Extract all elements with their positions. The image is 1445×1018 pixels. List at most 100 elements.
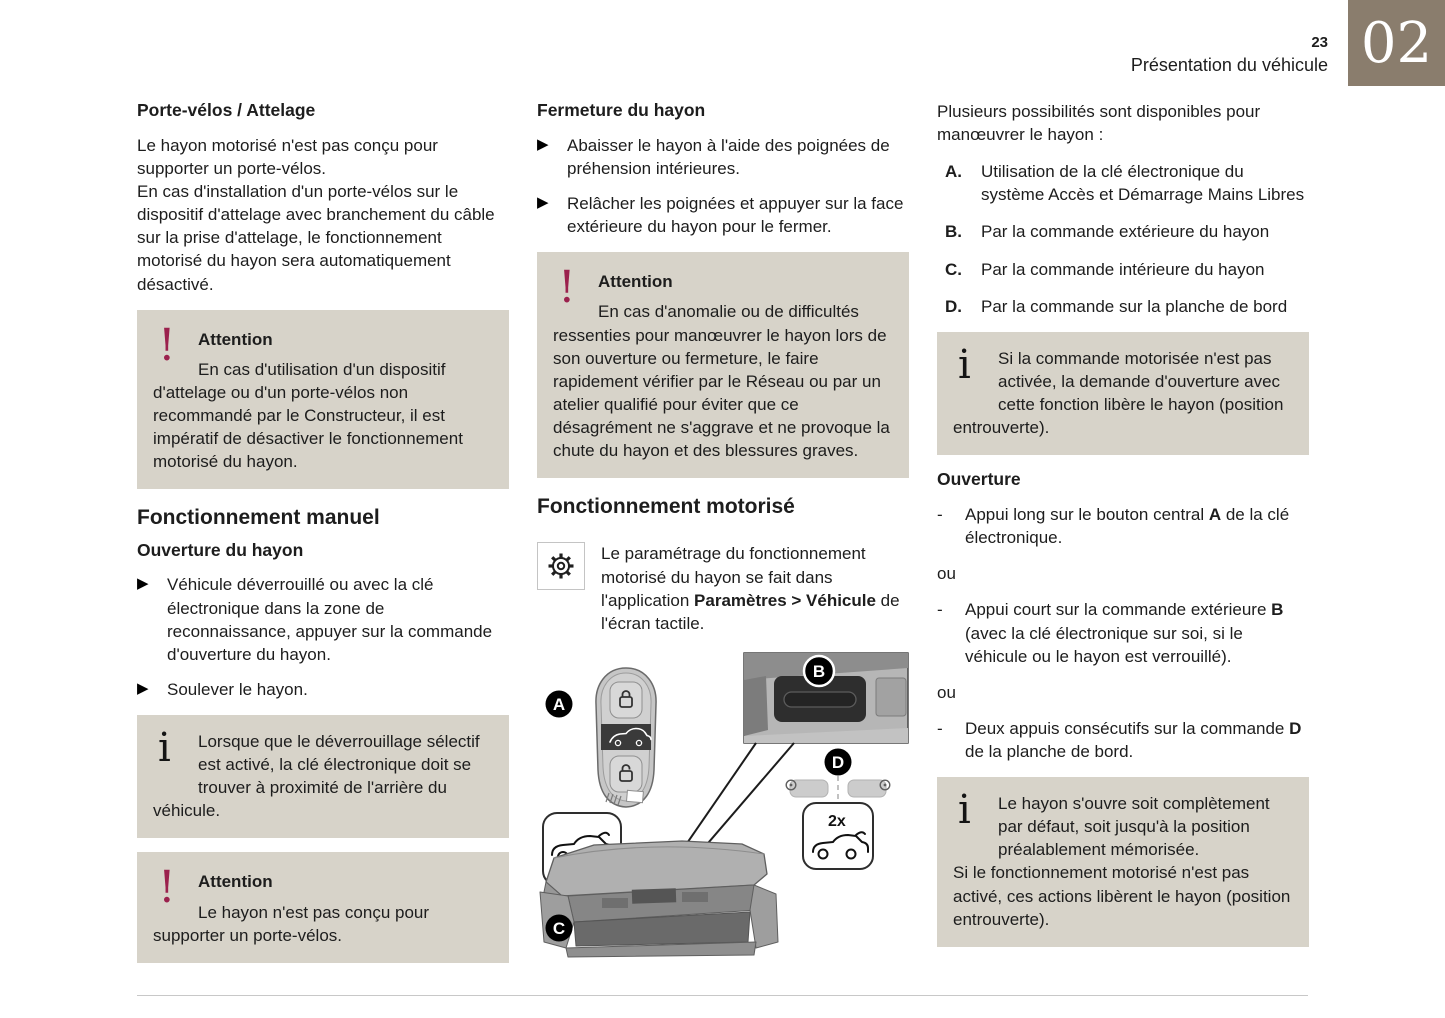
dash-bullet: - <box>937 505 943 525</box>
dash-text: Appui long sur le bouton central A de la… <box>965 503 1309 549</box>
info-icon: i <box>958 787 971 834</box>
warning-exclamation-icon: ! <box>558 262 576 314</box>
bullet-item: ▶ Soulever le hayon. <box>137 678 509 701</box>
chapter-tab: 02 <box>1348 0 1445 86</box>
attention-title: Attention <box>198 872 273 892</box>
bullet-item: ▶ Véhicule déverrouillé ou avec la clé é… <box>137 573 509 665</box>
attention-box: ! Attention En cas d'anomalie ou de diff… <box>537 252 909 479</box>
heading-ouverture: Ouverture <box>937 469 1021 490</box>
label-b-badge <box>802 654 836 688</box>
info-box: i Le hayon s'ouvre soit complètement par… <box>937 777 1309 947</box>
attention-body: Le hayon n'est pas conçu pour supporter … <box>153 902 430 945</box>
paragraph: Le hayon motorisé n'est pas conçu pour s… <box>137 135 438 178</box>
double-press-pictogram: 2x <box>802 802 874 870</box>
info-body: Si la commande motorisée n'est pas activ… <box>953 348 1284 438</box>
dash-text: Appui court sur la commande extérieure B… <box>965 598 1309 667</box>
tailgate-rear-view <box>539 840 779 958</box>
attention-body: En cas d'anomalie ou de difficultés ress… <box>553 302 890 461</box>
option-item: A. Utilisation de la clé électronique du… <box>945 160 1309 206</box>
bullet-text: Soulever le hayon. <box>167 679 308 699</box>
settings-note: Le paramétrage du fonctionnement motoris… <box>537 542 909 634</box>
bullet-text: Relâcher les poignées et appuyer sur la … <box>567 194 904 237</box>
text-segment: Le paramétrage du fonctionnement motoris… <box>601 544 866 610</box>
heading-ouverture-du-hayon: Ouverture du hayon <box>137 539 304 560</box>
attention-title: Attention <box>598 272 673 292</box>
text-segment: Appui long sur le bouton central <box>965 505 1209 525</box>
text-segment: (avec la clé électronique sur soi, si le… <box>965 623 1243 666</box>
page-header: 23 Présentation du véhicule <box>1131 34 1328 77</box>
text-segment-bold: A <box>1208 505 1222 525</box>
option-item: B. Par la commande extérieure du hayon <box>945 220 1309 243</box>
option-text: Utilisation de la clé électronique du sy… <box>981 162 1305 205</box>
gear-icon <box>537 542 585 591</box>
option-key: B. <box>945 222 962 242</box>
key-fob-illustration <box>595 667 657 808</box>
or-separator: ou <box>937 564 956 584</box>
info-icon: i <box>158 724 171 771</box>
attention-title: Attention <box>198 329 273 349</box>
triangle-bullet-icon: ▶ <box>137 679 149 697</box>
attention-box: ! Attention En cas d'utilisation d'un di… <box>137 309 509 490</box>
info-box: i Lorsque que le déverrouillage sélectif… <box>137 714 509 839</box>
option-key: D. <box>945 296 962 316</box>
text-segment-bold: D <box>1289 718 1302 738</box>
page-number: 23 <box>1311 34 1328 51</box>
bullet-item: ▶ Abaisser le hayon à l'aide des poignée… <box>537 134 909 180</box>
label-c: C <box>553 919 565 938</box>
heading-fonctionnement-motorise: Fonctionnement motorisé <box>537 495 795 519</box>
label-a: A <box>553 695 565 714</box>
column-left: Porte-vélos / Attelage Le hayon motorisé… <box>137 100 509 977</box>
info-icon: i <box>958 341 971 388</box>
option-text: Par la commande intérieure du hayon <box>981 259 1265 279</box>
tailgate-controls-figure: A B D 2x <box>539 652 909 958</box>
dash-item: - Deux appuis consécutifs sur la command… <box>937 717 1309 763</box>
dash-text: Deux appuis consécutifs sur la commande … <box>965 717 1309 763</box>
info-body: Le hayon s'ouvre soit complètement par d… <box>998 794 1270 860</box>
dashboard-sketch <box>785 776 891 814</box>
exterior-control-inset <box>743 652 909 744</box>
option-item: D. Par la commande sur la planche de bor… <box>945 295 1309 318</box>
heading-porte-velos-attelage: Porte-vélos / Attelage <box>137 100 316 120</box>
or-separator: ou <box>937 682 956 702</box>
heading-fonctionnement-manuel: Fonctionnement manuel <box>137 506 380 530</box>
intro-paragraph: Plusieurs possibilités sont disponibles … <box>937 102 1261 145</box>
attention-box: ! Attention Le hayon n'est pas conçu pou… <box>137 852 509 963</box>
warning-exclamation-icon: ! <box>158 319 176 371</box>
label-a-badge <box>545 690 573 718</box>
text-segment: de la clé électronique. <box>965 505 1290 548</box>
warning-exclamation-icon: ! <box>158 862 176 914</box>
dash-bullet: - <box>937 718 943 738</box>
bullet-text: Véhicule déverrouillé ou avec la clé éle… <box>167 575 493 664</box>
option-item: C. Par la commande intérieure du hayon <box>945 258 1309 281</box>
option-key: C. <box>945 259 962 279</box>
text-segment-bold: B <box>1271 600 1284 620</box>
option-text: Par la commande sur la planche de bord <box>981 296 1288 316</box>
text-segment: Deux appuis consécutifs sur la commande <box>965 718 1290 738</box>
text-segment: Appui court sur la commande extérieure <box>965 600 1272 620</box>
double-press-label: 2x <box>828 813 846 830</box>
info-body: Lorsque que le déverrouillage sélectif e… <box>153 731 480 821</box>
triangle-bullet-icon: ▶ <box>537 194 549 212</box>
info-body: Si le fonctionnement motorisé n'est pas … <box>953 863 1291 929</box>
heading-fermeture-du-hayon: Fermeture du hayon <box>537 100 706 120</box>
info-box: i Si la commande motorisée n'est pas act… <box>937 331 1309 456</box>
option-text: Par la commande extérieure du hayon <box>981 222 1270 242</box>
option-key: A. <box>945 162 962 182</box>
triangle-bullet-icon: ▶ <box>537 135 549 153</box>
label-d: D <box>832 753 844 772</box>
paragraph: En cas d'installation d'un porte-vélos s… <box>137 182 495 294</box>
label-b: B <box>813 662 825 681</box>
footer-rule <box>137 995 1308 996</box>
bullet-text: Abaisser le hayon à l'aide des poignées … <box>567 135 890 178</box>
label-d-badge <box>824 748 852 776</box>
attention-body: En cas d'utilisation d'un dispositif d'a… <box>153 359 463 472</box>
dash-item: - Appui court sur la commande extérieure… <box>937 598 1309 667</box>
settings-text: Le paramétrage du fonctionnement motoris… <box>601 542 909 634</box>
dash-item: - Appui long sur le bouton central A de … <box>937 503 1309 549</box>
bullet-item: ▶ Relâcher les poignées et appuyer sur l… <box>537 192 909 238</box>
section-title: Présentation du véhicule <box>1130 55 1328 75</box>
column-right: Plusieurs possibilités sont disponibles … <box>937 100 1309 961</box>
column-center: Fermeture du hayon ▶ Abaisser le hayon à… <box>537 100 909 635</box>
triangle-bullet-icon: ▶ <box>137 575 149 593</box>
